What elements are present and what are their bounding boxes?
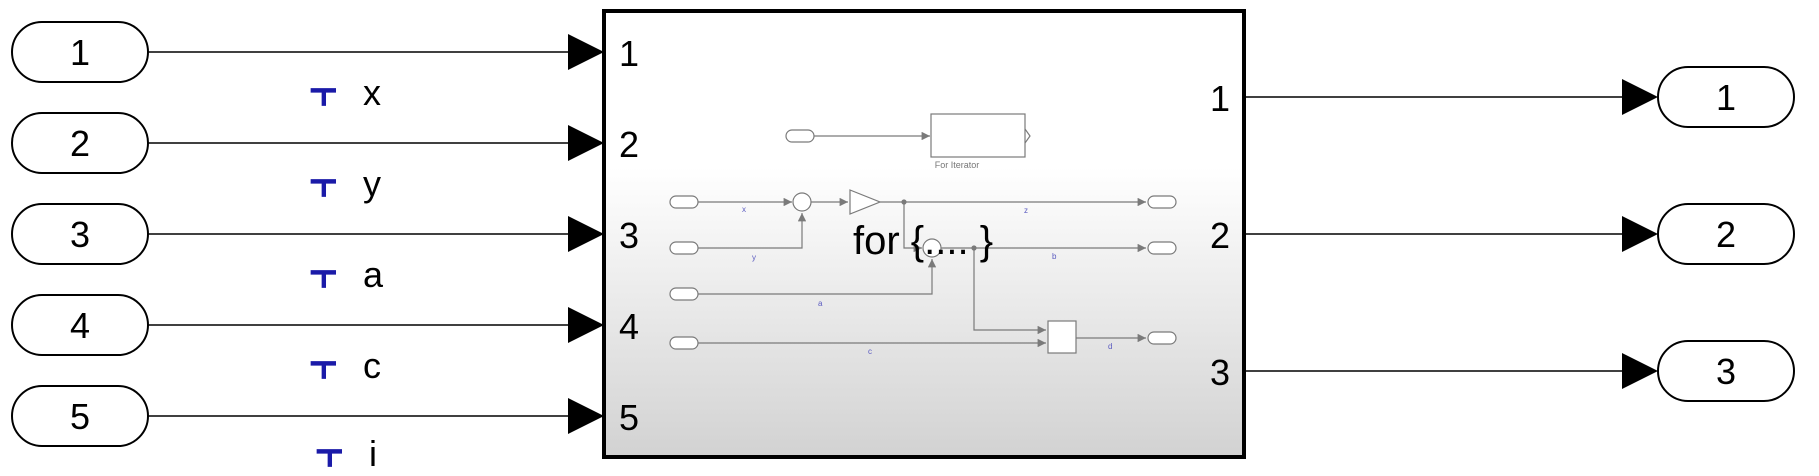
subsystem-out-port-1: 1	[1210, 78, 1230, 119]
signal-line-a[interactable]	[148, 216, 604, 252]
preview-inport	[669, 241, 699, 255]
signal-line-x[interactable]	[148, 34, 604, 70]
inport-4[interactable]: 4	[11, 294, 149, 356]
preview-signal-a: a	[818, 299, 823, 308]
preview-inport	[669, 195, 699, 209]
preview-outport	[1147, 195, 1177, 209]
signal-label-c[interactable]: ⫟ c	[310, 339, 381, 388]
subsystem-in-port-1: 1	[619, 33, 639, 74]
signal-object-icon: ⫟	[310, 157, 337, 206]
subsystem-out-port-3: 3	[1210, 352, 1230, 393]
preview-inport	[785, 129, 815, 143]
preview-signal-c: c	[868, 347, 872, 356]
inport-5[interactable]: 5	[11, 385, 149, 447]
preview-signal-b: b	[1052, 252, 1057, 261]
preview-inport	[669, 287, 699, 301]
inport-2-number: 2	[70, 123, 90, 164]
outport-2-number: 2	[1716, 214, 1736, 255]
signal-object-icon: ⫟	[310, 248, 337, 297]
signal-line-c[interactable]	[148, 307, 604, 343]
output-line-3[interactable]	[1244, 353, 1658, 389]
preview-signal-x: x	[742, 205, 746, 214]
signal-name: y	[363, 163, 381, 204]
subsystem-in-port-2: 2	[619, 124, 639, 165]
preview-signal-y: y	[752, 253, 756, 262]
arrowhead	[568, 307, 604, 343]
inport-1[interactable]: 1	[11, 21, 149, 83]
outport-2-shape[interactable]	[1657, 203, 1795, 265]
arrowhead	[1622, 79, 1658, 115]
outport-3-shape[interactable]	[1657, 340, 1795, 402]
inport-4-number: 4	[70, 305, 90, 346]
arrowhead	[568, 398, 604, 434]
signal-name: i	[369, 433, 377, 471]
inport-3[interactable]: 3	[11, 203, 149, 265]
signal-label-y[interactable]: ⫟ y	[310, 157, 381, 206]
signal-label-x[interactable]: ⫟ x	[310, 66, 381, 115]
signal-name: c	[363, 345, 381, 386]
inport-2[interactable]: 2	[11, 112, 149, 174]
arrowhead	[568, 125, 604, 161]
signal-object-icon: ⫟	[310, 66, 337, 115]
subsystem-out-port-2: 2	[1210, 215, 1230, 256]
signal-name: a	[363, 254, 384, 295]
signal-object-icon: ⫟	[316, 427, 343, 471]
inport-1-number: 1	[70, 32, 90, 73]
subsystem-preview	[669, 113, 1177, 354]
preview-gain-block	[849, 189, 882, 215]
preview-outport	[1147, 241, 1177, 255]
outport-1-number: 1	[1716, 77, 1736, 118]
inport-5-number: 5	[70, 396, 90, 437]
for-iterator-subsystem-block[interactable]: 1 2 3 4 5 1 2 3	[602, 9, 1246, 459]
preview-sum-block	[792, 192, 812, 212]
subsystem-in-port-3: 3	[619, 215, 639, 256]
preview-signal-z: z	[1024, 206, 1028, 215]
outport-1[interactable]: 1	[1657, 66, 1795, 128]
arrowhead	[1622, 216, 1658, 252]
preview-product-block	[1047, 320, 1077, 354]
arrowhead	[568, 216, 604, 252]
output-line-1[interactable]	[1244, 79, 1658, 115]
preview-signal-d: d	[1108, 342, 1112, 351]
subsystem-mask-text: for {.... }	[853, 219, 993, 263]
signal-object-icon: ⫟	[310, 339, 337, 388]
subsystem-preview-labels: For Iterator x y a c z b d	[742, 160, 1112, 356]
inport-3-number: 3	[70, 214, 90, 255]
output-line-2[interactable]	[1244, 216, 1658, 252]
outport-2[interactable]: 2	[1657, 203, 1795, 265]
signal-name: x	[363, 72, 381, 113]
signal-line-y[interactable]	[148, 125, 604, 161]
arrowhead	[1622, 353, 1658, 389]
outport-1-shape[interactable]	[1657, 66, 1795, 128]
signal-label-a[interactable]: ⫟ a	[310, 248, 384, 297]
preview-for-iterator-block	[930, 113, 1026, 158]
signal-label-i[interactable]: ⫟ i	[316, 427, 377, 476]
arrowhead	[568, 34, 604, 70]
subsystem-frame[interactable]	[602, 9, 1246, 459]
preview-inport	[669, 336, 699, 350]
outport-3[interactable]: 3	[1657, 340, 1795, 402]
preview-iterator-label: For Iterator	[935, 160, 980, 170]
signal-line-i[interactable]	[148, 398, 604, 434]
preview-outport	[1147, 331, 1177, 345]
subsystem-in-port-4: 4	[619, 306, 639, 347]
subsystem-in-port-5: 5	[619, 397, 639, 438]
outport-3-number: 3	[1716, 351, 1736, 392]
